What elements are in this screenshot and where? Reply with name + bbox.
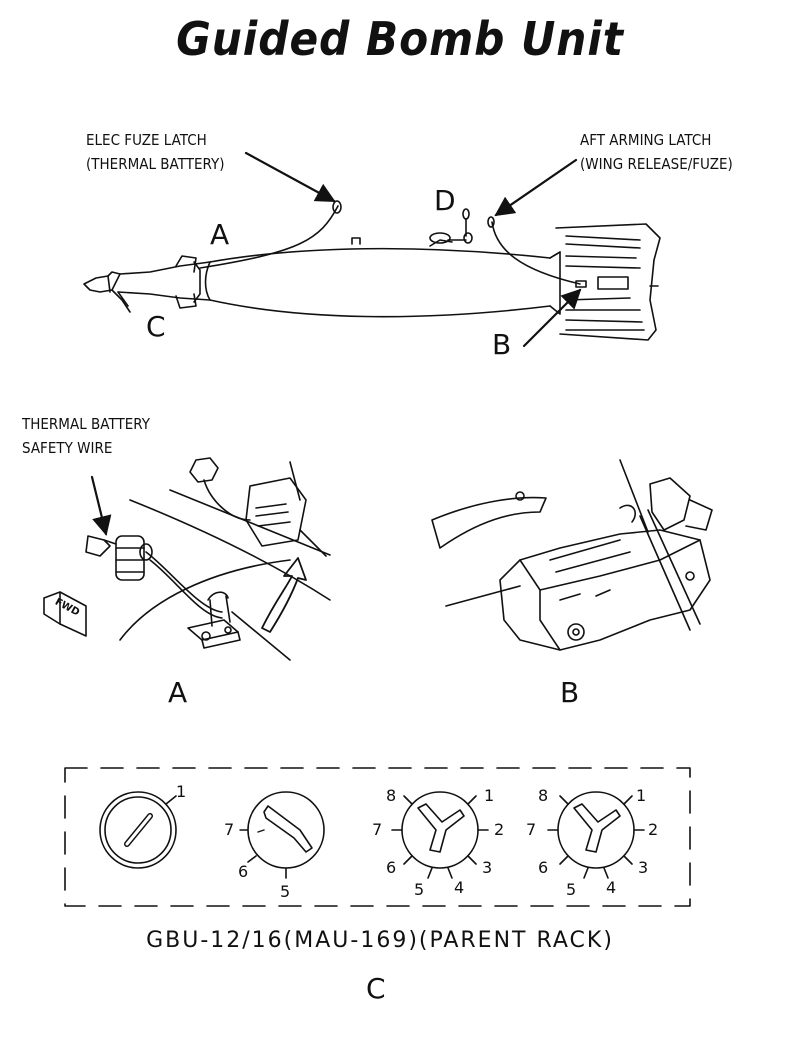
dial3-num-5: 5: [414, 880, 425, 899]
dial2-num-7: 7: [224, 820, 235, 839]
dial4-num-2: 2: [648, 820, 659, 839]
dial3-num-6: 6: [386, 858, 397, 877]
thermal-battery-wire-label: THERMAL BATTERY SAFETY WIRE: [22, 412, 150, 460]
aft-arming-latch-line1: AFT ARMING LATCH: [580, 131, 712, 149]
dial4-num-7: 7: [526, 820, 537, 839]
dial1-num-1: 1: [176, 782, 187, 801]
detail-b-drawing: [431, 459, 713, 651]
dial4-num-6: 6: [538, 858, 549, 877]
elec-fuze-latch-line2: (THERMAL BATTERY): [86, 155, 225, 173]
dial3-num-7: 7: [372, 820, 383, 839]
dial4-num-5: 5: [566, 880, 577, 899]
dial3-num-1: 1: [484, 786, 495, 805]
dial3-num-4: 4: [454, 878, 465, 897]
aft-arming-latch-line2: (WING RELEASE/FUZE): [580, 155, 733, 173]
overview-letter-b: B: [492, 328, 512, 361]
dial3-num-8: 8: [386, 786, 397, 805]
aft-arming-latch-label: AFT ARMING LATCH (WING RELEASE/FUZE): [580, 128, 733, 176]
dial-2: [239, 791, 325, 879]
elec-fuze-latch-label: ELEC FUZE LATCH (THERMAL BATTERY): [86, 128, 225, 176]
dial-4: [547, 791, 645, 879]
elec-fuze-latch-line1: ELEC FUZE LATCH: [86, 131, 207, 149]
detail-a-drawing: [43, 457, 331, 661]
dial3-num-2: 2: [494, 820, 505, 839]
figure-caption: GBU-12/16(MAU-169)(PARENT RACK): [146, 928, 614, 953]
thermal-battery-line1: THERMAL BATTERY: [22, 415, 151, 433]
dial2-num-6: 6: [238, 862, 249, 881]
dial4-num-8: 8: [538, 786, 549, 805]
thermal-battery-line2: SAFETY WIRE: [22, 439, 113, 457]
bomb-overview-drawing: [83, 200, 661, 341]
overview-letter-c: C: [146, 310, 166, 343]
overview-letter-a: A: [210, 218, 230, 251]
dial-3: [391, 791, 489, 879]
detail-letter-c: C: [366, 972, 386, 1005]
dial-1: [99, 791, 177, 869]
dial2-num-5: 5: [280, 882, 291, 901]
dial3-num-3: 3: [482, 858, 493, 877]
dial-panel-frame: [64, 767, 691, 907]
overview-letter-d: D: [434, 184, 456, 217]
dial4-num-3: 3: [638, 858, 649, 877]
detail-letter-b: B: [560, 676, 580, 709]
dial4-num-1: 1: [636, 786, 647, 805]
dial4-num-4: 4: [606, 878, 617, 897]
page-title: Guided Bomb Unit: [176, 12, 624, 66]
detail-letter-a: A: [168, 676, 188, 709]
